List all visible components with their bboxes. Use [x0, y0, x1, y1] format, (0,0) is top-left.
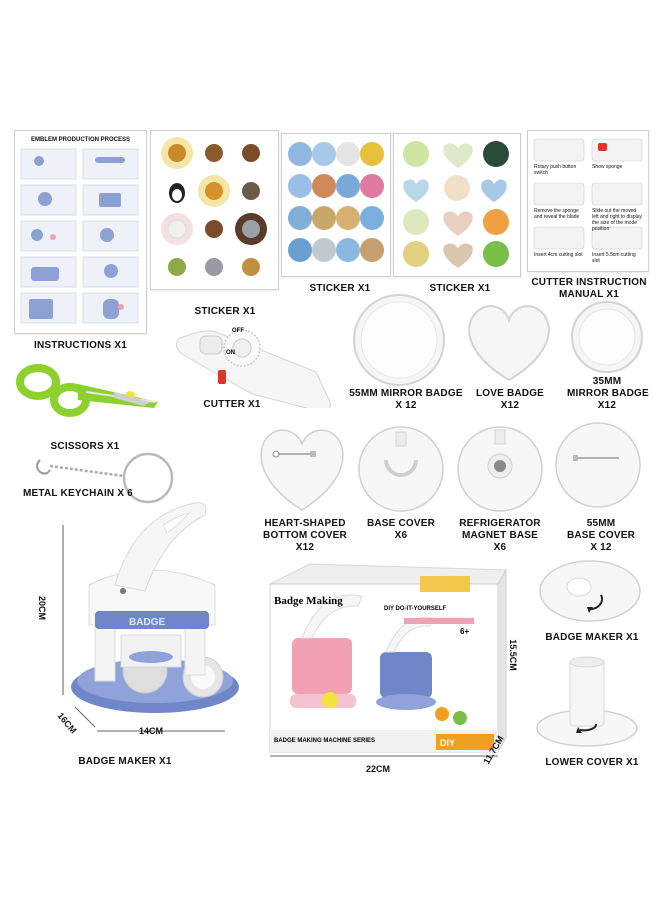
- mirror-badge-35mm: [571, 301, 643, 373]
- mirror-badge-55mm: [353, 294, 445, 386]
- manual-step-1: Rotary push button switch: [534, 164, 577, 176]
- sticker-sheet-mixed: [393, 133, 521, 277]
- instructions-sheet: EMBLEM PRODUCTION PROCESS: [14, 130, 147, 334]
- love-badge-label: LOVE BADGE: [475, 388, 545, 399]
- cutter-label: CUTTER X1: [203, 399, 261, 410]
- height-dimension: 20CM: [37, 595, 48, 621]
- badge-maker-small-label: BADGE MAKER X1: [545, 632, 639, 643]
- instructions-title: EMBLEM PRODUCTION PROCESS: [30, 137, 130, 143]
- sticker-label-1: STICKER X1: [194, 306, 256, 317]
- heart-shaped-bottom-cover: [260, 429, 344, 511]
- love-badge-qty: X12: [500, 400, 520, 411]
- product-box: Badge Making DIY DO-IT-YOURSELF BADGE MA…: [269, 563, 507, 757]
- keychain-label: METAL KEYCHAIN X 6: [23, 488, 133, 499]
- lower-cover-label: LOWER COVER X1: [545, 757, 639, 768]
- manual-step-5: Insert 4cm cutting slot: [534, 252, 583, 258]
- base-55-qty: X 12: [590, 542, 612, 553]
- cutter-on-text: ON: [226, 350, 235, 356]
- manual-step-2: Show sponge: [592, 164, 623, 170]
- fridge-magnet-label-line2: MAGNET BASE: [461, 530, 539, 541]
- mirror-55-label: 55MM MIRROR BADGE: [349, 388, 463, 399]
- heart-cover-label-line1: HEART-SHAPED: [264, 518, 346, 529]
- base-cover: [358, 426, 444, 512]
- box-title: Badge Making: [274, 595, 343, 607]
- fridge-magnet-label-line1: REFRIGERATOR: [459, 518, 541, 529]
- mirror-55-qty: X 12: [395, 400, 417, 411]
- base-cover-qty: X6: [394, 530, 408, 541]
- instructions-steps-illustration: [20, 148, 139, 324]
- instructions-label: INSTRUCTIONS X1: [33, 340, 127, 351]
- box-height-dimension: 15.5CM: [507, 639, 518, 671]
- sticker-sheet-animals: [150, 130, 279, 290]
- base-cover-55mm: [555, 422, 641, 508]
- cutter-manual-label-line2: MANUAL X1: [559, 289, 619, 300]
- animal-stickers: [161, 137, 267, 283]
- sticker-label-3: STICKER X1: [429, 283, 491, 294]
- cutter-tool: OFF ON: [176, 328, 331, 408]
- heart-cover-label-line2: BOTTOM COVER: [263, 530, 347, 541]
- heart-cover-qty: X12: [295, 542, 315, 553]
- lower-cover: [536, 656, 638, 747]
- scissors-label: SCISSORS X1: [50, 441, 120, 452]
- badge-maker-big-label: BADGE MAKER X1: [78, 756, 172, 767]
- scissors: [16, 364, 158, 417]
- manual-step-6: Insert 5.5cm cutting slot: [592, 252, 636, 264]
- mixed-stickers: [403, 141, 509, 268]
- box-subtitle: DIY DO-IT-YOURSELF: [384, 606, 447, 612]
- manual-step-3: Remove the sponge and reveal the blade: [534, 208, 580, 220]
- base-55-label-line2: BASE COVER: [566, 530, 636, 541]
- width-dimension: 14CM: [139, 726, 164, 736]
- badge-maker-ring: [539, 560, 641, 622]
- box-age: 6+: [460, 627, 469, 636]
- box-width-dimension: 22CM: [366, 764, 391, 774]
- mirror-35-label-line1: 35MM: [592, 376, 622, 387]
- machine-badge-text: BADGE: [129, 617, 165, 628]
- cutter-off-text: OFF: [232, 328, 244, 334]
- badge-maker-machine: BADGE: [62, 502, 239, 732]
- love-badge: [468, 305, 550, 382]
- cutter-instruction-manual: Rotary push button switch Show sponge Re…: [527, 130, 649, 272]
- base-cover-label: BASE COVER: [366, 518, 436, 529]
- sticker-label-2: STICKER X1: [309, 283, 371, 294]
- fridge-magnet-qty: X6: [493, 542, 507, 553]
- manual-step-4: Slide out the moved left and right to di…: [592, 208, 643, 232]
- box-series: BADGE MAKING MACHINE SERIES: [274, 738, 375, 744]
- landmark-stickers: [288, 142, 384, 262]
- base-55-label-line1: 55MM: [586, 518, 616, 529]
- sticker-sheet-landmarks: [281, 133, 391, 277]
- mirror-35-qty: X12: [597, 400, 617, 411]
- metal-keychain: [36, 452, 174, 504]
- mirror-35-label-line2: MIRROR BADGE: [567, 388, 649, 399]
- refrigerator-magnet-base: [457, 426, 543, 512]
- cutter-manual-label-line1: CUTTER INSTRUCTION: [531, 277, 647, 288]
- manual-illustrations: [533, 138, 643, 250]
- box-diy: DIY: [440, 738, 455, 748]
